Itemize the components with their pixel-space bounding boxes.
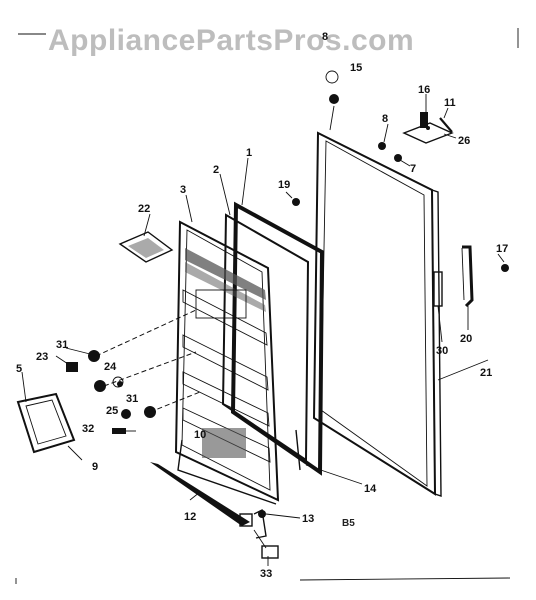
callout-33: 33 [260,568,272,580]
callout-21: 21 [480,367,492,379]
screw-32 [112,428,126,434]
outer-door-panel [312,131,442,497]
callout-16: 16 [418,84,430,96]
callout-14: 14 [364,483,377,495]
dairy-door-5 [16,392,76,454]
callout-3: 3 [180,184,186,196]
handle-mount-30 [433,271,443,307]
bushing-15 [329,94,339,104]
spring-25 [121,409,131,419]
callout-26: 26 [458,135,470,147]
callout-2: 2 [213,164,219,176]
scan-mark-bottom [299,577,511,581]
inner-door-liner [174,220,280,505]
cam-24 [94,380,106,392]
screw-13 [258,510,266,518]
callout-30: 30 [436,345,448,357]
callout-12: 12 [184,511,196,523]
rod-14 [295,429,301,471]
callout-1: 1 [246,147,252,159]
callout-22: 22 [138,203,150,215]
callout-23: 23 [36,351,48,363]
hinge-cap-8 [325,70,339,84]
callout-19: 19 [278,179,290,191]
callout-31-b: 31 [126,393,138,405]
callout-11: 11 [444,97,456,109]
butter-compartment-door-22 [118,231,174,263]
callout-8: 8 [382,113,388,125]
spring-23 [66,362,78,372]
screw-17 [501,264,509,272]
callout-13: 13 [302,513,314,525]
bushing-8b [378,142,386,150]
callout-5: 5 [16,363,22,375]
callout-24: 24 [104,361,117,373]
screw-16 [420,112,428,128]
callout-15: 15 [350,62,362,74]
door-gasket [230,201,325,476]
callout-10: 10 [194,429,206,441]
bottom-hinge-33 [239,508,279,559]
hinge-31a [88,350,100,362]
callout-17: 17 [496,243,508,255]
pin-11 [439,117,453,133]
watermark-text: AppliancePartsPros.com [48,24,414,57]
callout-8-top: 8 [322,31,328,43]
callout-7: 7 [410,163,416,175]
callout-20: 20 [460,333,472,345]
kick-plate-12 [150,462,250,526]
callout-32: 32 [82,423,94,435]
callout-25: 25 [106,405,118,417]
callout-9: 9 [92,461,98,473]
callout-31-a: 31 [56,339,68,351]
diagram-code: B5 [342,518,355,529]
door-handle [461,245,509,308]
screw-19 [292,198,300,206]
breaker-strip [221,213,310,471]
